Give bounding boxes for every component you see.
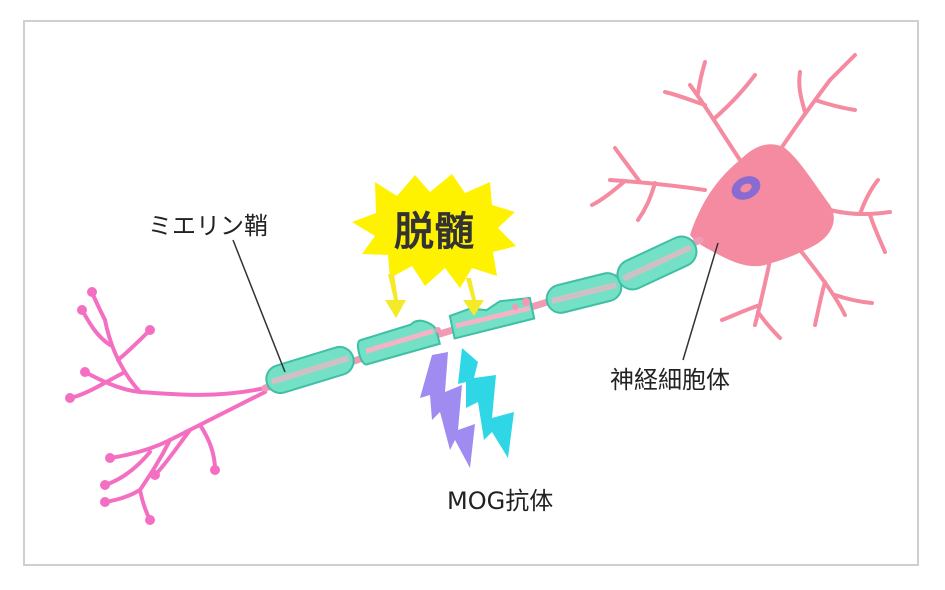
- cell-body-leader-line: [682, 242, 719, 361]
- myelin-leader-line: [232, 239, 286, 373]
- mog-antibody-bolts: [420, 348, 514, 468]
- myelin-segment: [545, 272, 623, 314]
- myelin-segment-damaged: [448, 296, 536, 340]
- demyelination-burst: 脱髄: [352, 174, 516, 318]
- dendrites: [590, 53, 892, 340]
- axon-terminal-branches: [68, 290, 267, 522]
- mog-antibody-label: MOG抗体: [447, 487, 553, 515]
- bolt-purple: [420, 352, 475, 468]
- bolt-cyan: [458, 348, 514, 458]
- cell-body: [690, 144, 834, 267]
- cell-body-label: 神経細胞体: [610, 366, 730, 394]
- myelin-sheath-label: ミエリン鞘: [148, 212, 268, 240]
- myelin-segment: [616, 235, 698, 291]
- myelin-segment-damaged: [356, 319, 442, 366]
- myelin-sheath-segments: [265, 235, 698, 395]
- terminal-buttons: [65, 287, 220, 525]
- demyelination-label: 脱髄: [394, 209, 474, 255]
- myelin-segment: [265, 345, 355, 395]
